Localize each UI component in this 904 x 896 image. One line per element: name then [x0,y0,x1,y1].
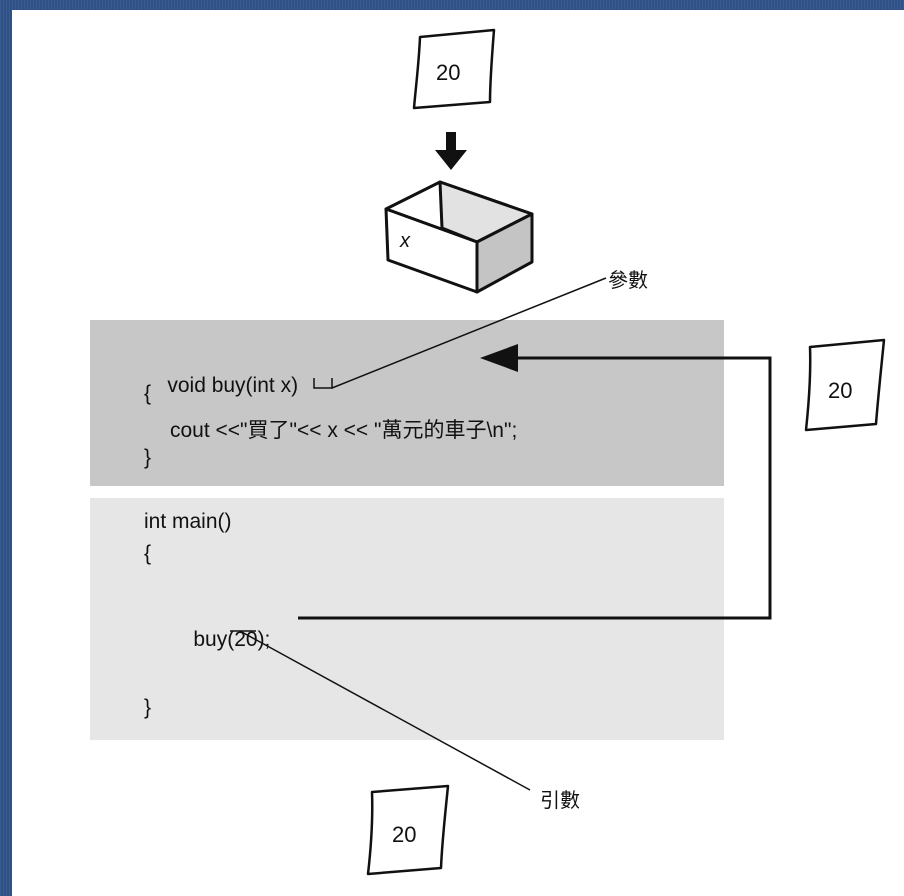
call-pre: buy( [193,628,235,651]
box-variable-label: x [400,230,410,252]
variable-box-icon [384,180,534,294]
main-signature-line: int main() [144,510,232,533]
func-signature-pre: void buy(int [167,374,281,397]
func-signature-post: ) [291,374,299,397]
argument-to-parameter-connector [298,356,772,620]
right-value-card [804,338,886,432]
argument-label: 引數 [540,788,580,812]
main-close-brace: } [144,696,152,719]
param-leader-line [331,277,607,389]
right-card-value: 20 [828,378,853,403]
bottom-card-value: 20 [392,822,417,847]
diagram-drawings [230,28,886,876]
main-open-brace: { [144,542,152,565]
down-arrow-icon [435,132,467,170]
call-argument: 20 [234,628,258,651]
bottom-value-card [366,784,450,876]
func-close-brace: } [144,446,152,469]
param-underline-bracket [313,378,333,389]
top-value-card [412,28,496,110]
func-signature-line: void buy(int x) [144,350,298,422]
func-cout-line: cout <<"買了"<< x << "萬元的車子\n"; [170,419,518,442]
diagram-canvas: void buy(int x) { cout <<"買了"<< x << "萬元… [12,10,904,896]
function-code-block [90,320,724,486]
top-card-value: 20 [436,60,461,85]
parameter-label: 參數 [608,268,648,292]
connector-arrowhead-icon [480,344,518,372]
func-param-x: x [280,374,292,397]
arg-leader-line [239,630,531,791]
func-open-brace: { [144,382,152,405]
